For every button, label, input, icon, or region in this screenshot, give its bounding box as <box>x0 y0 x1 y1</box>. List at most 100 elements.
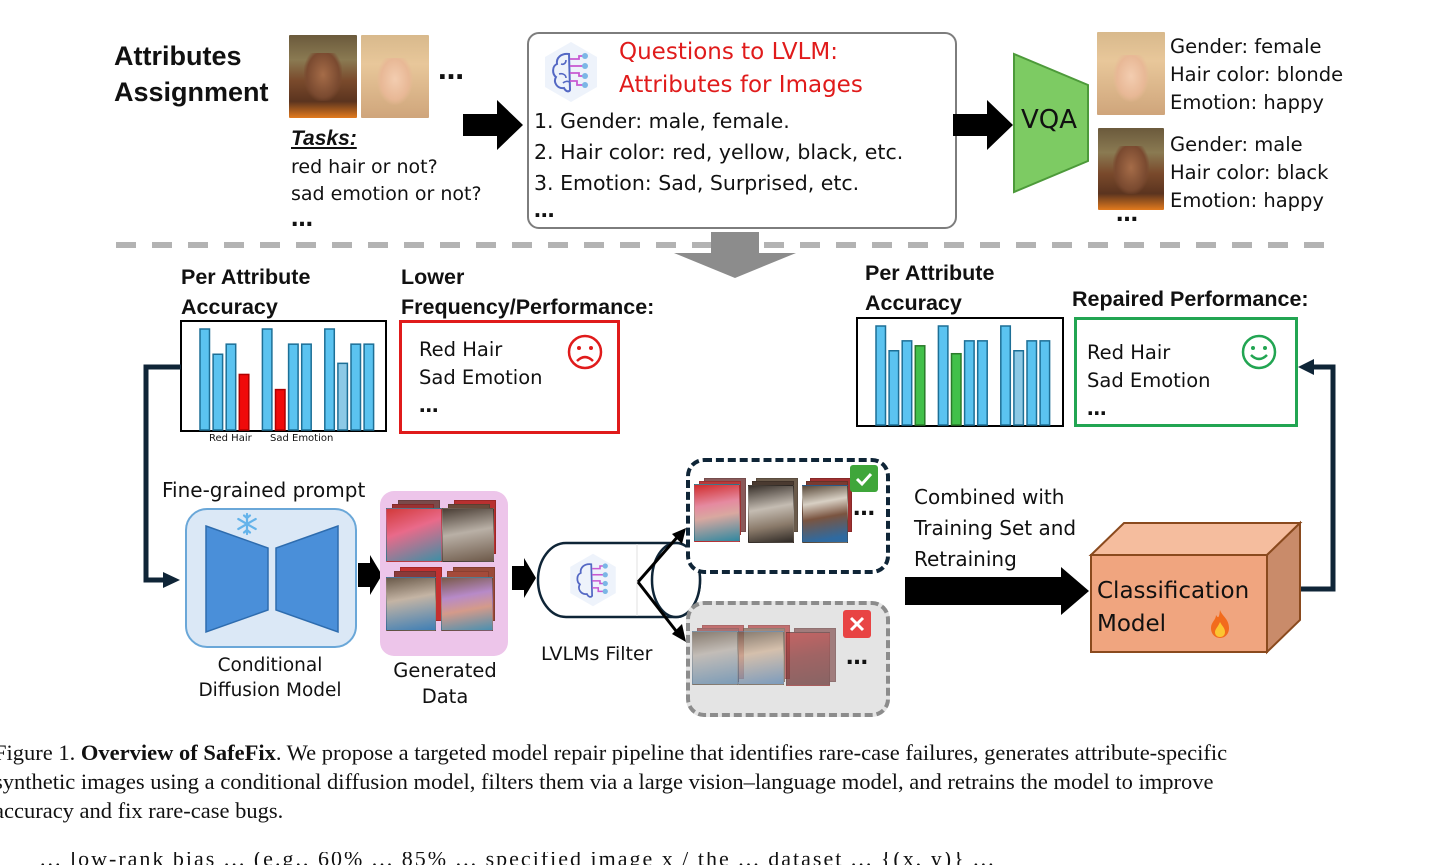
chart-bar <box>901 340 913 426</box>
repaired-performance-list: Red Hair Sad Emotion … <box>1087 339 1211 423</box>
accepted-ellipsis: … <box>853 496 875 521</box>
result-attributes: Gender: male Hair color: black Emotion: … <box>1170 133 1329 212</box>
section-title: Attributes Assignment <box>114 41 269 107</box>
lower-item: … <box>419 394 439 417</box>
result-image-male <box>1098 128 1164 210</box>
task-item: … <box>291 207 313 232</box>
tasks-label: Tasks: <box>291 127 357 150</box>
repaired-item: Sad Emotion <box>1087 369 1211 392</box>
lvlm-question-box: Questions to LVLM: Attributes for Images… <box>527 32 957 229</box>
rejected-image-stack <box>786 628 836 688</box>
lvlm-question-list: 1. Gender: male, female. 2. Hair color: … <box>534 106 903 221</box>
chart-bar <box>324 328 336 431</box>
generated-image-stack <box>441 567 501 631</box>
retraining-label: Combined with Training Set and Retrainin… <box>914 485 1077 571</box>
lower-item: Sad Emotion <box>419 366 543 389</box>
chart-bar <box>937 325 949 426</box>
chart-bar <box>875 325 887 426</box>
chart-bar <box>261 328 273 431</box>
chart-bar <box>888 350 900 426</box>
input-image-male <box>289 35 357 118</box>
vqa-label: VQA <box>1021 105 1078 135</box>
accepted-image-stack <box>748 478 800 543</box>
results-ellipsis: … <box>1116 202 1138 227</box>
classification-model-cube <box>1088 520 1303 655</box>
chart-bar <box>225 343 237 431</box>
accuracy-chart-after <box>856 317 1064 427</box>
diffusion-label: Conditional Diffusion Model <box>198 655 342 701</box>
chart-bar <box>950 352 962 426</box>
lower-performance-list: Red Hair Sad Emotion … <box>419 336 543 420</box>
task-item: sad emotion or not? <box>291 183 482 205</box>
lower-frequency-title: Lower Frequency/Performance: <box>401 265 655 319</box>
question-item: … <box>534 198 555 222</box>
generated-image-stack <box>440 500 500 564</box>
chart-bar <box>1039 340 1051 426</box>
arrow-right-icon <box>163 572 180 588</box>
arrow-right-icon <box>463 100 523 150</box>
left-chart-title: Per Attribute Accuracy <box>181 265 311 319</box>
rejected-image-stack <box>738 625 790 687</box>
question-item: 2. Hair color: red, yellow, black, etc. <box>534 140 904 164</box>
chart-bar <box>199 328 211 431</box>
brain-icon <box>545 42 597 102</box>
repaired-item: … <box>1087 397 1107 420</box>
chart-bar <box>274 388 286 431</box>
lower-performance-box: Red Hair Sad Emotion … <box>399 320 620 434</box>
lower-item: Red Hair <box>419 338 503 361</box>
chart-bar <box>1000 325 1012 426</box>
happy-face-icon <box>1241 334 1277 370</box>
arrow-right-icon <box>953 100 1013 150</box>
diffusion-model-box <box>185 508 357 648</box>
vqa-module <box>1013 52 1089 194</box>
repaired-performance-box: Red Hair Sad Emotion … <box>1074 317 1298 427</box>
sad-face-icon <box>567 334 603 370</box>
result-image-female <box>1097 32 1165 115</box>
chart-bar <box>363 343 375 431</box>
accepted-image-stack <box>694 478 746 542</box>
chart-bar <box>337 362 349 431</box>
right-chart-title: Per Attribute Accuracy <box>865 261 995 315</box>
lvlm-title: Questions to LVLM: Attributes for Images <box>619 39 863 98</box>
arrow-left-icon <box>1298 359 1314 375</box>
right-connector-arrow <box>1300 364 1336 592</box>
check-icon <box>850 465 878 492</box>
chart-bar <box>914 345 926 426</box>
task-item: red hair or not? <box>291 156 438 178</box>
chart-tick-label: Red Hair <box>209 433 252 444</box>
chart-bar <box>963 340 975 426</box>
chart-bar <box>287 343 299 431</box>
fire-icon <box>1211 610 1229 638</box>
classification-model-label: Classification Model <box>1097 578 1250 637</box>
unet-icon <box>205 524 339 634</box>
chart-bar <box>300 343 312 431</box>
cross-icon <box>843 610 871 638</box>
chart-bar <box>976 340 988 426</box>
snowflake-icon <box>237 512 257 536</box>
repaired-item: Red Hair <box>1087 341 1171 364</box>
chart-bar <box>1013 350 1025 426</box>
question-item: 3. Emotion: Sad, Surprised, etc. <box>534 171 860 195</box>
result-attributes: Gender: female Hair color: blonde Emotio… <box>1170 35 1344 114</box>
lvlm-filter <box>536 541 702 619</box>
filter-label: LVLMs Filter <box>541 643 653 665</box>
chart-bar <box>212 353 224 431</box>
chart-tick-label: Sad Emotion <box>270 433 334 444</box>
question-item: 1. Gender: male, female. <box>534 109 790 133</box>
chart-bar <box>350 343 362 431</box>
arrow-right-icon <box>358 555 382 595</box>
filter-split-arrows <box>636 528 686 642</box>
generated-label: Generated Data <box>393 659 497 708</box>
caption-line-3: accuracy and fix rare-case bugs. <box>0 798 284 823</box>
arrow-down-icon <box>674 232 796 278</box>
caption-line-2: synthetic images using a conditional dif… <box>0 769 1214 794</box>
rejected-image-stack <box>692 625 744 687</box>
images-ellipsis: … <box>438 56 464 86</box>
generated-image-stack <box>386 567 446 631</box>
section-divider <box>116 232 1330 278</box>
caption-bold: Overview of SafeFix <box>80 740 276 765</box>
repaired-title: Repaired Performance: <box>1072 287 1309 311</box>
chart-bar <box>1026 340 1038 426</box>
accepted-image-stack <box>802 478 854 543</box>
arrow-right-icon <box>905 567 1089 615</box>
